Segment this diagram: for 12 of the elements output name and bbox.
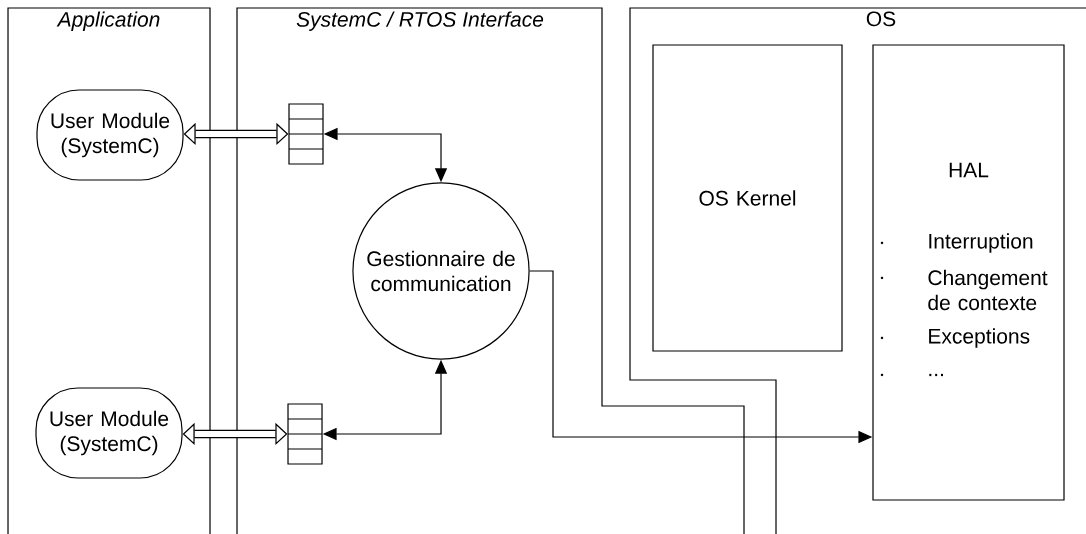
rounded-module-box: User Module (SystemC) <box>35 387 183 479</box>
rounded-module-box: User Module (SystemC) <box>36 89 184 181</box>
list-item: Interruption <box>929 233 1033 253</box>
component-box: HAL Interruption Changement de contexte Exceptions ... <box>872 44 1065 501</box>
queue-box <box>288 103 324 165</box>
component-box: OS Kernel <box>652 44 843 352</box>
list-item: Exceptions <box>929 328 1030 348</box>
queue-box <box>287 403 323 465</box>
double-arrow <box>182 422 288 446</box>
list-item: Changement de contexte <box>928 269 1048 311</box>
list-item: ... <box>929 373 943 377</box>
double-arrow <box>183 122 289 146</box>
